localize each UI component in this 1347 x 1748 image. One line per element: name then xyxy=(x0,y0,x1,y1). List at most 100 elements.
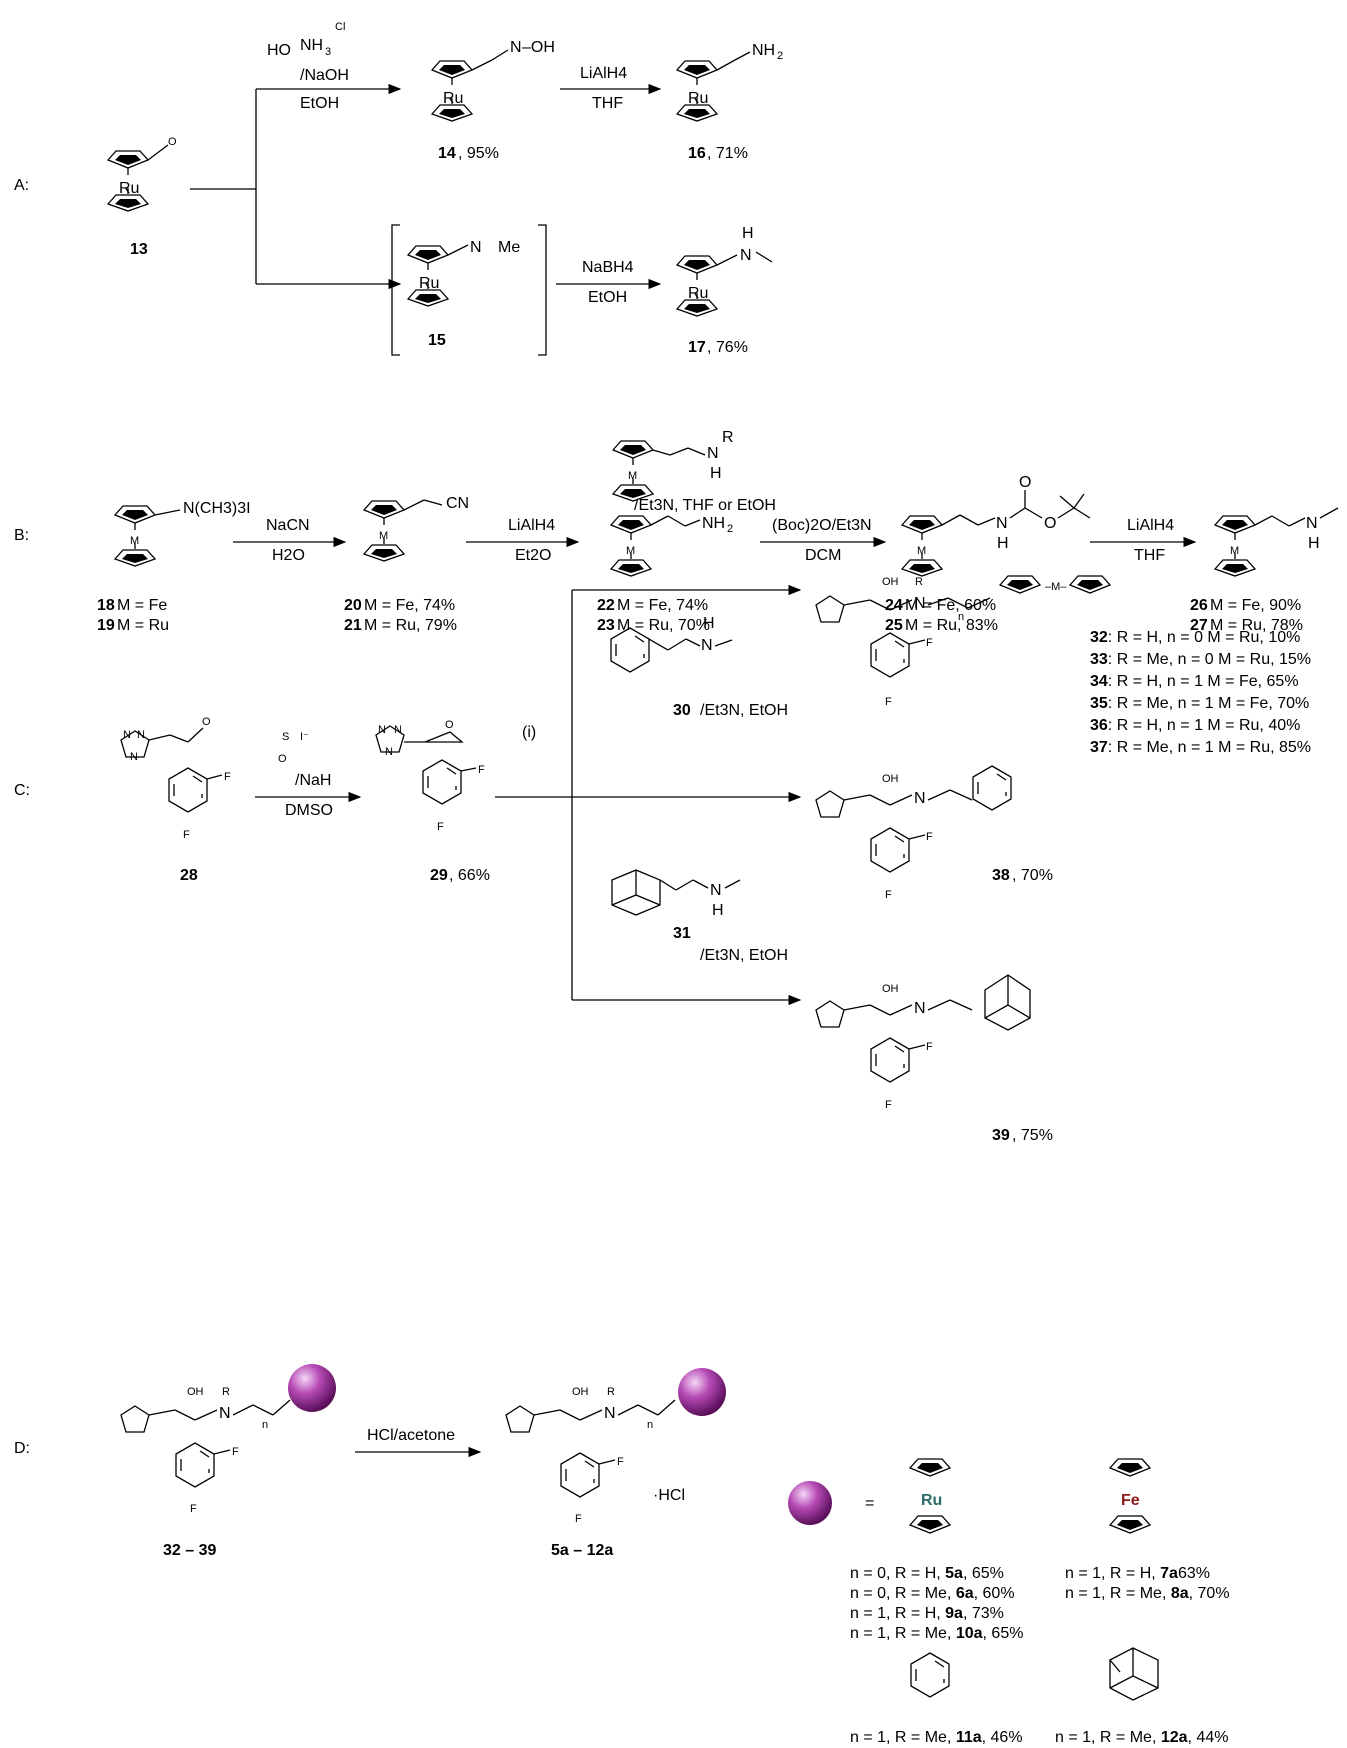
compound-13: Ru O 13 xyxy=(107,136,177,258)
product-list-item: 34: R = H, n = 1 M = Fe, 65% xyxy=(1090,673,1299,690)
svg-text:N: N xyxy=(996,515,1008,532)
svg-text:M: M xyxy=(628,470,637,482)
svg-text:29: 29 xyxy=(430,867,448,884)
ruthenocene-legend: Ru xyxy=(909,1458,951,1534)
svg-text:5a – 12a: 5a – 12a xyxy=(551,1542,613,1559)
svg-text:M = Fe, 90%: M = Fe, 90% xyxy=(1210,597,1301,614)
svg-text:O: O xyxy=(1044,515,1056,532)
svg-text:N: N xyxy=(707,445,719,462)
svg-text:N: N xyxy=(914,1000,926,1017)
svg-text:Ru: Ru xyxy=(688,90,708,107)
compound-20-21: M CN 20 M = Fe, 74% 21 M = Ru, 79% xyxy=(344,495,469,634)
svg-text:HCl/acetone: HCl/acetone xyxy=(367,1427,455,1444)
svg-text:F: F xyxy=(190,1503,197,1515)
compound-15-bracket: Ru N Me 15 xyxy=(391,224,547,356)
svg-text:2: 2 xyxy=(777,50,783,62)
svg-text:21: 21 xyxy=(344,617,362,634)
compound-14: Ru N–OH 14 , 95% xyxy=(431,39,555,162)
svg-text:OH: OH xyxy=(882,983,899,995)
svg-text:OH: OH xyxy=(882,576,899,588)
svg-text:–OH: –OH xyxy=(522,39,555,56)
svg-text:38: 38 xyxy=(992,867,1010,884)
svg-text:O: O xyxy=(168,136,177,148)
svg-text:O: O xyxy=(202,716,211,728)
svg-text:, 75%: , 75% xyxy=(1012,1127,1053,1144)
svg-text:N: N xyxy=(604,1405,616,1422)
product-list-item: 35: R = Me, n = 1 M = Fe, 70% xyxy=(1090,695,1309,712)
product-32-37: OH NR n –M– F F xyxy=(815,575,1111,708)
svg-text:N: N xyxy=(740,247,752,264)
svg-text:LiAlH4: LiAlH4 xyxy=(580,65,627,82)
svg-text:NaCN: NaCN xyxy=(266,517,310,534)
svg-text:18: 18 xyxy=(97,597,115,614)
svg-text:–M–: –M– xyxy=(1045,581,1067,593)
svg-text:R: R xyxy=(222,1386,230,1398)
svg-text:Fe: Fe xyxy=(1121,1492,1140,1509)
svg-text:NH: NH xyxy=(300,37,323,54)
svg-text:Ru: Ru xyxy=(443,90,463,107)
svg-text:F: F xyxy=(885,889,892,901)
svg-text:OH: OH xyxy=(882,773,899,785)
fe-yield-item: n = 1, R = Me, 8a, 70% xyxy=(1065,1585,1230,1602)
product-list-item: 32: R = H, n = 0 M = Ru, 10% xyxy=(1090,629,1300,646)
svg-text:M: M xyxy=(1230,545,1239,557)
svg-text:N: N xyxy=(1306,515,1318,532)
svg-text:, 95%: , 95% xyxy=(458,145,499,162)
svg-text:H: H xyxy=(1308,535,1320,552)
svg-text:DMSO: DMSO xyxy=(285,802,333,819)
ru-yield-item: n = 0, R = Me, 6a, 60% xyxy=(850,1585,1015,1602)
svg-text:n: n xyxy=(647,1419,653,1431)
product-39: OH N F F 39 , 75% xyxy=(815,974,1053,1144)
svg-text:Ru: Ru xyxy=(688,285,708,302)
svg-text:THF: THF xyxy=(1134,547,1165,564)
svg-text:=: = xyxy=(865,1495,874,1512)
ferrocene-legend: Fe xyxy=(1109,1458,1151,1534)
reagent-hydroxylamine: HO xyxy=(267,42,291,59)
svg-text:(i): (i) xyxy=(522,724,536,741)
svg-text:N: N xyxy=(470,239,482,256)
benzene-legend: n = 1, R = Me, 11a, 46% xyxy=(850,1652,1023,1746)
svg-text:M: M xyxy=(379,530,388,542)
svg-text:F: F xyxy=(885,1099,892,1111)
svg-text:20: 20 xyxy=(344,597,362,614)
section-label-a: A: xyxy=(14,177,29,194)
legend-sphere-icon xyxy=(788,1481,832,1525)
svg-text:M: M xyxy=(917,545,926,557)
svg-text:14: 14 xyxy=(438,145,456,162)
svg-text:H: H xyxy=(703,615,715,632)
svg-text:, 70%: , 70% xyxy=(1012,867,1053,884)
svg-text:(Boc)2O/Et3N: (Boc)2O/Et3N xyxy=(772,517,872,534)
reagent-31: NH 31 /Et3N, EtOH xyxy=(611,869,788,964)
svg-text:16: 16 xyxy=(688,145,706,162)
reagent-naoh: /NaOH xyxy=(300,67,349,84)
svg-text:N: N xyxy=(710,882,722,899)
svg-text:NaBH4: NaBH4 xyxy=(582,259,634,276)
fe-yield-list: n = 1, R = H, 7a63%n = 1, R = Me, 8a, 70… xyxy=(1065,1565,1230,1602)
svg-text:M = Fe, 74%: M = Fe, 74% xyxy=(617,597,708,614)
svg-text:/Et3N, THF or EtOH: /Et3N, THF or EtOH xyxy=(634,497,776,514)
svg-text:25: 25 xyxy=(885,617,903,634)
svg-text:N: N xyxy=(219,1405,231,1422)
svg-text:N: N xyxy=(130,751,138,763)
svg-text:R: R xyxy=(607,1386,615,1398)
svg-text:n: n xyxy=(262,1419,268,1431)
svg-text:17: 17 xyxy=(688,339,706,356)
compound-32-39-generic: OH NR n F F 32 – 39 xyxy=(120,1364,336,1559)
svg-text:DCM: DCM xyxy=(805,547,841,564)
compound-18-19: M N(CH3)3I 18 M = Fe 19 M = Ru xyxy=(97,500,251,634)
svg-text:M: M xyxy=(130,535,139,547)
svg-text:THF: THF xyxy=(592,95,623,112)
ru-yield-item: n = 0, R = H, 5a, 65% xyxy=(850,1565,1004,1582)
svg-text:F: F xyxy=(885,696,892,708)
svg-text:OH: OH xyxy=(572,1386,589,1398)
svg-text:F: F xyxy=(575,1513,582,1525)
svg-text:, 71%: , 71% xyxy=(707,145,748,162)
compound-17: Ru NH 17 , 76% xyxy=(676,225,773,356)
product-list-item: 36: R = H, n = 1 M = Ru, 40% xyxy=(1090,717,1300,734)
svg-text:Cl: Cl xyxy=(335,21,345,33)
svg-text:31: 31 xyxy=(673,925,691,942)
reagent-metallocene-amine: M NHR /Et3N, THF or EtOH xyxy=(612,429,776,514)
